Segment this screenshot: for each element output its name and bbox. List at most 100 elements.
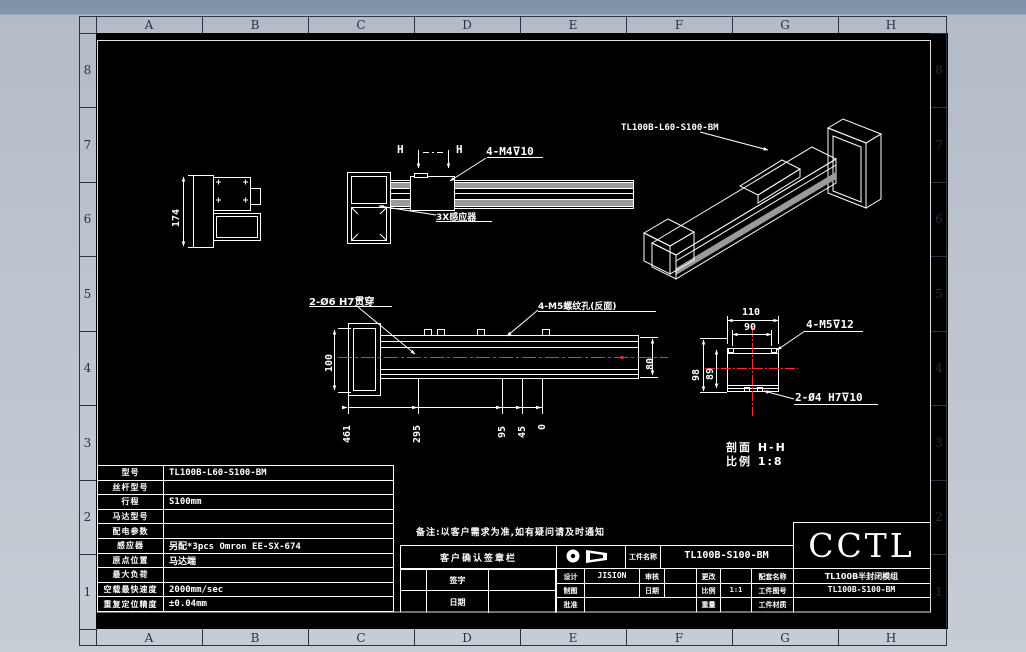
- table-row: 配电参数: [98, 524, 393, 539]
- ruler-row-label: 2: [935, 510, 943, 524]
- spec-value: 马达端: [169, 556, 197, 567]
- front-view: [309, 306, 668, 414]
- sensor-callout: 3X感应器: [436, 213, 477, 223]
- ruler-col-label: H: [885, 17, 897, 32]
- ruler-row-label: 3: [83, 435, 92, 450]
- section-view: [700, 316, 878, 416]
- spec-value: S100mm: [169, 496, 202, 507]
- ruler-col-label: F: [674, 17, 684, 32]
- design-value: JISION: [597, 571, 627, 580]
- ordinate-295: 295: [412, 424, 423, 443]
- ruler-row-label: 2: [83, 510, 92, 524]
- ordinate-0: 0: [537, 423, 548, 430]
- spec-label: 重复定位精度: [98, 597, 164, 611]
- drawing-no-value: TL100B-S100-BM: [827, 585, 896, 594]
- ruler-col-label: D: [462, 630, 472, 645]
- ruler-row-label: 4: [83, 361, 92, 375]
- table-row: 重复定位精度 ±0.04mm: [98, 597, 393, 611]
- ruler-row-label: 6: [83, 212, 92, 226]
- ruler-row-label: 7: [935, 137, 943, 152]
- company-logo: CCTL: [808, 525, 915, 565]
- ruler-col-label: G: [780, 17, 790, 32]
- spec-label: 空载最快速度: [98, 582, 164, 597]
- customer-confirm-block: 客户确认签章栏 签字 日期: [400, 545, 556, 613]
- spec-label: 感应器: [98, 538, 164, 553]
- section-caption: 剖面 H-H: [726, 441, 787, 454]
- spec-label: 马达型号: [98, 509, 164, 524]
- spec-value: [164, 524, 393, 538]
- scale-value: 1:1: [729, 586, 743, 594]
- remark-note: 备注:以客户需求为准,如有疑问请及时通知: [416, 528, 606, 538]
- date-cell: [489, 591, 556, 613]
- ordinate-95: 95: [497, 425, 508, 438]
- ruler-row-label: 1: [83, 584, 92, 599]
- ruler-row-label: 8: [83, 63, 92, 77]
- date-label: 日期: [427, 591, 489, 613]
- ruler-row-label: 3: [935, 435, 943, 450]
- dim-label-80: 80: [645, 357, 656, 370]
- projection-symbol: [566, 549, 607, 563]
- ruler-col-label: E: [568, 630, 578, 645]
- ruler-row-label: 7: [83, 137, 92, 152]
- ruler-row-label: 5: [935, 286, 943, 301]
- stamp-cell: [401, 570, 427, 613]
- draw-label: 制图: [563, 587, 578, 595]
- ruler-col-label: F: [674, 630, 684, 645]
- date-label-tb: 日期: [645, 587, 659, 595]
- change-label: 更改: [701, 573, 716, 581]
- ruler-col-label: G: [780, 630, 790, 645]
- check-label: 审核: [645, 573, 659, 581]
- end-view: [181, 175, 261, 248]
- table-row: 丝杆型号: [98, 480, 393, 496]
- ruler-row-label: 1: [935, 584, 943, 599]
- spec-label: 丝杆型号: [98, 480, 164, 495]
- spec-value: [164, 510, 393, 524]
- ordinate-45: 45: [517, 425, 528, 438]
- ordinate-461: 461: [342, 424, 353, 443]
- spec-label: 最大负荷: [98, 568, 164, 582]
- weight-label: 重量: [701, 601, 716, 609]
- ruler-col-label: C: [356, 630, 366, 645]
- scale-label: 比例: [701, 587, 716, 595]
- sheet-frame: [97, 40, 931, 613]
- ruler-grid: [79, 16, 947, 646]
- material-label: 工件材质: [758, 601, 787, 609]
- table-row: 感应器另配*3pcs Omron EE-SX-674: [98, 538, 393, 554]
- spec-label: 行程: [98, 495, 164, 509]
- ruler-col-label: D: [462, 17, 472, 32]
- table-row: 马达型号: [98, 509, 393, 525]
- ruler-col-label: B: [250, 630, 260, 645]
- thread-callout-4m5-section: 4-M5⊽12: [806, 318, 854, 331]
- hole-callout-2d6: 2-Ø6 H7贯穿: [309, 297, 375, 308]
- dim-label-90: 90: [744, 322, 757, 333]
- ruler-row-label: 6: [935, 212, 943, 226]
- dim-label-110: 110: [742, 307, 761, 318]
- spec-label: 配电参数: [98, 524, 164, 538]
- spec-value: [164, 481, 393, 495]
- hole-callout-2d4: 2-Ø4 H7⊽10: [795, 391, 863, 404]
- table-row: 行程 S100mm: [98, 495, 393, 510]
- iso-part-label: TL100B-L60-S100-BM: [621, 123, 719, 133]
- thread-callout-4m4: 4-M4⊽10: [486, 145, 534, 158]
- top-view: [347, 150, 634, 244]
- sign-label: 签字: [427, 570, 489, 591]
- part-name-label: 工件名称: [629, 553, 657, 561]
- ruler-col-label: A: [144, 630, 154, 645]
- table-row: 原点位置马达端: [98, 553, 393, 569]
- thread-callout-4m5-front: 4-M5螺纹孔(反面): [538, 302, 617, 312]
- ruler-col-label: A: [144, 17, 154, 32]
- iso-view: [642, 118, 883, 280]
- dim-label-100: 100: [324, 353, 335, 372]
- customer-block-title: 客户确认签章栏: [401, 546, 556, 570]
- spec-value: ±0.04mm: [169, 599, 207, 610]
- ruler-row-label: 5: [83, 286, 92, 301]
- design-label: 设计: [563, 573, 578, 581]
- table-row: 最大负荷: [98, 568, 393, 583]
- sign-cell: [489, 570, 556, 591]
- section-mark-h-right: H: [456, 143, 463, 156]
